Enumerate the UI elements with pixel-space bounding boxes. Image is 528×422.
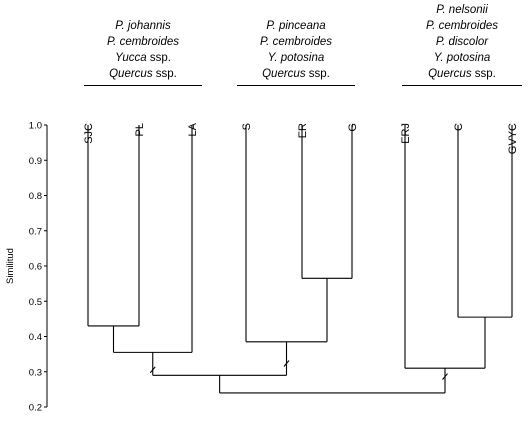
axis-tick-label: 0.5	[29, 297, 42, 308]
site-label: PL	[134, 123, 146, 136]
species-line: Quercus ssp.	[392, 66, 528, 82]
genus-abbrev: P.	[115, 20, 125, 32]
group-underline	[84, 85, 202, 86]
species-line: P. pinceana	[226, 18, 366, 34]
genus-abbrev: Y.	[433, 52, 444, 64]
species-name: Quercus	[428, 68, 472, 80]
genus-abbrev: P.	[266, 20, 276, 32]
species-line: P. cembroides	[226, 34, 366, 50]
axis-tick-label: 0.2	[29, 403, 42, 414]
site-label: G	[347, 123, 359, 132]
similarity-axis: 1.0 0.9 0.8 0.7 0.6 0.5 0.4 0.3 0.2 Similitud	[5, 121, 48, 414]
species-line: P. cembroides	[73, 34, 213, 50]
group-underline	[237, 85, 355, 86]
species-name: cembroides	[119, 36, 180, 48]
species-name: Quercus	[262, 68, 306, 80]
species-name: pinceana	[278, 20, 326, 32]
genus-abbrev: P.	[106, 36, 117, 48]
genus-abbrev: P.	[436, 4, 446, 16]
species-line: Quercus ssp.	[226, 66, 366, 82]
species-line: Quercus ssp.	[73, 66, 213, 82]
site-label: ER	[297, 123, 309, 138]
axis-break-mark	[283, 360, 290, 367]
species-name: potosina	[280, 52, 325, 64]
axis-break-mark	[149, 366, 156, 374]
species-name: johannis	[127, 20, 171, 32]
species-name: Quercus	[109, 68, 153, 80]
species-name: Yucca	[115, 52, 147, 64]
site-label: SJC	[83, 123, 95, 144]
species-name: cembroides	[272, 36, 333, 48]
species-name: cembroides	[438, 20, 499, 32]
species-line: Y. potosina	[226, 50, 366, 66]
axis-title: Similitud	[5, 248, 16, 284]
site-label: LA	[187, 122, 199, 136]
species-line: Y. potosina	[392, 50, 528, 66]
site-label: GVYC	[507, 123, 519, 154]
species-suffix: ssp.	[471, 68, 496, 80]
genus-abbrev: P.	[425, 20, 436, 32]
species-line: P. johannis	[73, 18, 213, 34]
axis-tick-label: 1.0	[29, 121, 42, 132]
site-label: C	[453, 123, 465, 131]
genus-abbrev: Y.	[267, 52, 278, 64]
site-label: ERJ	[400, 123, 412, 144]
species-line: P. discolor	[392, 34, 528, 50]
axis-tick-label: 0.9	[29, 156, 42, 167]
species-name: nelsonii	[448, 4, 488, 16]
species-suffix: ssp.	[146, 52, 171, 64]
species-line: P. cembroides	[392, 18, 528, 34]
species-suffix: ssp.	[305, 68, 330, 80]
axis-tick-label: 0.6	[29, 262, 42, 273]
genus-abbrev: P.	[259, 36, 270, 48]
dendrogram-tree	[87, 125, 513, 394]
group-underline	[402, 85, 522, 86]
site-labels: SJC PL LA S ER G ERJ C GVYC	[83, 122, 519, 154]
axis-tick-label: 0.7	[29, 226, 42, 237]
axis-tick-label: 0.8	[29, 191, 42, 202]
species-line: Yucca ssp.	[73, 50, 213, 66]
species-suffix: ssp.	[152, 68, 177, 80]
species-name: potosina	[446, 52, 491, 64]
axis-tick-label: 0.4	[29, 332, 42, 343]
site-label: S	[241, 123, 253, 130]
genus-abbrev: P.	[435, 36, 446, 48]
species-line: P. nelsonii	[392, 2, 528, 18]
axis-tick-label: 0.3	[29, 367, 42, 378]
species-name: discolor	[448, 36, 489, 48]
